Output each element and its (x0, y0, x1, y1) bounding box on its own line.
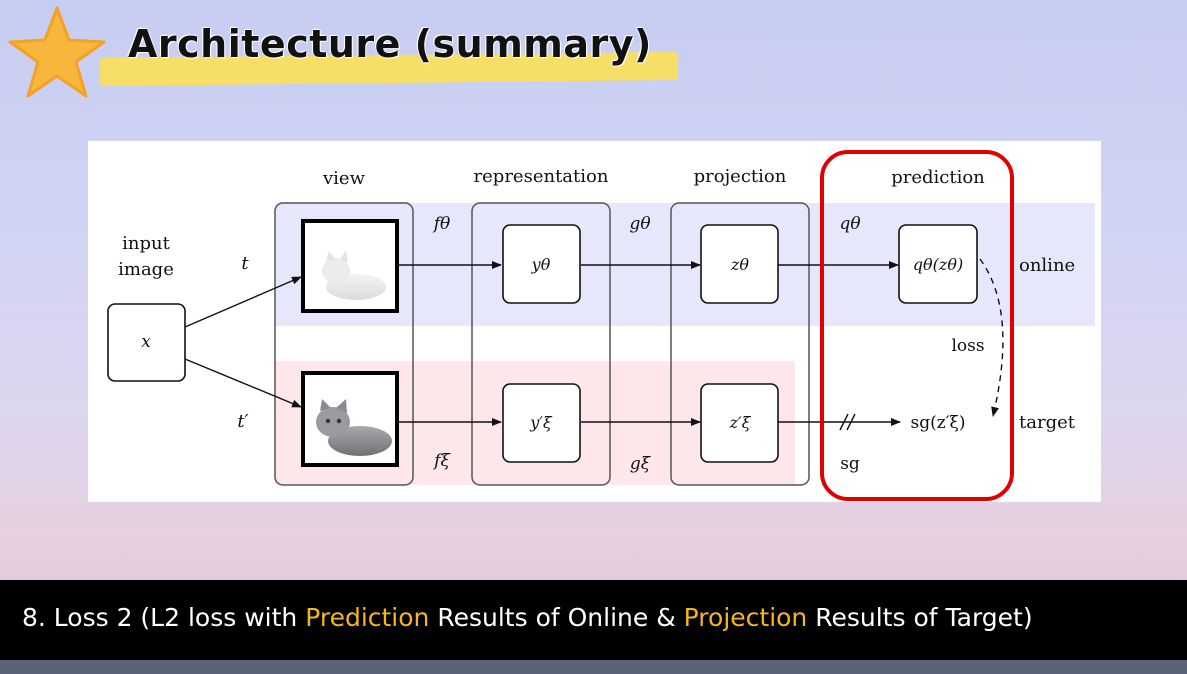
star-icon (8, 6, 106, 98)
target-representation-symbol: y′ξ (529, 413, 553, 432)
online-representation-symbol: yθ (531, 255, 551, 274)
caption-highlight-projection: Projection (683, 603, 808, 632)
target-representation-node (502, 383, 581, 463)
target-transform: t′ (237, 411, 248, 432)
online-predictor-label: qθ (839, 214, 860, 234)
online-projector-label: gθ (629, 214, 650, 234)
background-ground (0, 660, 1187, 674)
stop-gradient-label: sg (840, 454, 860, 474)
input-symbol: x (141, 332, 151, 352)
stage-label-projection: projection (694, 166, 787, 187)
target-projector-label: gξ (630, 454, 652, 474)
online-representation-node (502, 224, 581, 304)
target-output: sg(z′ξ) (910, 413, 965, 433)
arrow-input-target (184, 358, 302, 408)
input-node (107, 303, 186, 382)
target-stream-label: target (1019, 412, 1076, 433)
caption-highlight-prediction: Prediction (305, 603, 430, 632)
input-label: input (122, 233, 170, 254)
online-prediction-symbol: qθ(zθ) (913, 255, 963, 274)
slide-title: Architecture (summary) (128, 22, 652, 66)
target-projection-node (700, 383, 779, 463)
stage-label-prediction: prediction (891, 167, 985, 188)
cat-image-online (322, 251, 386, 300)
online-prediction-node (898, 224, 978, 304)
stage-label-view: view (322, 168, 366, 189)
slide-caption: 8. Loss 2 (L2 loss with Prediction Resul… (22, 603, 1033, 632)
representation-column (471, 202, 611, 486)
input-label-line2: image (118, 259, 174, 280)
online-projection-symbol: zθ (730, 255, 749, 274)
stop-gradient-marker (839, 413, 856, 431)
online-stream-label: online (1019, 255, 1075, 276)
projection-column (670, 202, 810, 486)
online-encoder-label: fθ (432, 214, 451, 234)
arrow-input-online (184, 276, 302, 328)
caption-middle: Results of Online & (429, 603, 684, 632)
target-encoder-label: fξ (432, 451, 451, 471)
cat-image-target (316, 399, 392, 456)
caption-suffix: Results of Target) (807, 603, 1033, 632)
prediction-highlight-box (820, 150, 1014, 501)
online-transform: t (241, 253, 249, 274)
loss-label: loss (951, 336, 984, 356)
online-projection-node (700, 224, 779, 304)
target-projection-symbol: z′ξ (729, 413, 752, 432)
stage-label-representation: representation (474, 166, 609, 187)
caption-bar (0, 580, 1187, 660)
architecture-diagram: view representation projection predictio… (88, 141, 1101, 502)
view-column (274, 202, 414, 486)
caption-prefix: 8. Loss 2 (L2 loss with (22, 603, 306, 632)
loss-arrow (979, 258, 1004, 417)
